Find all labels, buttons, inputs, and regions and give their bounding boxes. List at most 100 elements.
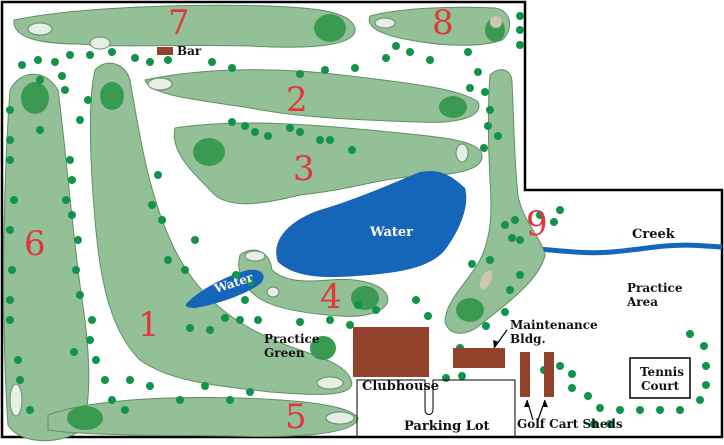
tree: [556, 206, 564, 214]
water-large: [276, 170, 467, 278]
sand-bunker: [490, 16, 502, 28]
green-hole-6: [21, 82, 49, 114]
tree: [351, 64, 359, 72]
tree: [568, 384, 576, 392]
tree: [36, 126, 44, 134]
tree: [66, 156, 74, 164]
green-hole-3: [193, 138, 225, 166]
tree: [326, 316, 334, 324]
tee-marker: [455, 143, 469, 163]
tree: [348, 146, 356, 154]
tree: [131, 54, 139, 62]
tree: [700, 342, 708, 350]
tree: [84, 96, 92, 104]
tree: [8, 266, 16, 274]
tree: [146, 58, 154, 66]
tree: [241, 296, 249, 304]
tree: [251, 128, 259, 136]
tree: [516, 271, 524, 279]
tree: [516, 26, 524, 34]
clubhouse-building: [353, 327, 429, 377]
tree: [616, 406, 624, 414]
tree: [154, 171, 162, 179]
practice-area-label-1: Practice: [627, 281, 683, 295]
fairway-hole-2: [144, 69, 480, 123]
tree: [121, 406, 129, 414]
tee-marker: [316, 376, 344, 390]
maintenance-label-2: Bldg.: [510, 332, 546, 346]
tree: [486, 256, 494, 264]
green-hole-7: [314, 14, 346, 42]
tree: [696, 396, 704, 404]
tee-marker: [266, 286, 280, 298]
hole-number-9: 9: [526, 204, 548, 244]
tree: [296, 318, 304, 326]
hole-number-8: 8: [432, 3, 454, 43]
tree: [236, 316, 244, 324]
tree: [516, 12, 524, 20]
tree-group: [6, 12, 710, 428]
tree: [412, 296, 420, 304]
tree: [486, 106, 494, 114]
tennis-court-label-1: Tennis: [640, 365, 684, 379]
tree: [228, 118, 236, 126]
tree: [321, 66, 329, 74]
tree: [101, 376, 109, 384]
practice-green: [310, 336, 336, 360]
clubhouse-label: Clubhouse: [362, 379, 439, 394]
tree: [550, 218, 558, 226]
tree: [636, 406, 644, 414]
tree: [484, 122, 492, 130]
tree: [221, 314, 229, 322]
tree: [508, 234, 516, 242]
fairway-hole-9: [444, 69, 546, 334]
tree: [16, 376, 24, 384]
tree: [676, 406, 684, 414]
practice-green-label-1: Practice: [264, 332, 320, 346]
tree: [164, 56, 172, 64]
green-hole-2: [439, 96, 467, 118]
bar-label: Bar: [177, 44, 202, 58]
tree: [442, 374, 450, 382]
tree: [596, 404, 604, 412]
tree: [36, 76, 44, 84]
hole-number-5: 5: [285, 397, 307, 437]
tee-marker: [89, 36, 111, 50]
fairway-hole-1: [89, 62, 353, 395]
tree: [482, 322, 490, 330]
tree: [86, 51, 94, 59]
tree: [70, 348, 78, 356]
tree: [108, 396, 116, 404]
golf-cart-shed: [520, 352, 530, 397]
tree: [176, 396, 184, 404]
tee-marker: [9, 383, 23, 417]
practice-area-label-2: Area: [626, 295, 658, 309]
tree: [506, 286, 514, 294]
tree: [516, 236, 524, 244]
tree: [464, 48, 472, 56]
tree: [158, 216, 166, 224]
tree: [326, 136, 334, 144]
tree: [246, 278, 254, 286]
maintenance-building: [453, 348, 505, 368]
parking-lot-label: Parking Lot: [404, 419, 490, 434]
tree: [148, 201, 156, 209]
tennis-court-label-2: Court: [641, 379, 680, 393]
arrowhead: [542, 400, 548, 407]
tree: [494, 132, 502, 140]
tree: [480, 144, 488, 152]
tree: [606, 420, 614, 428]
hole-number-3: 3: [293, 149, 315, 189]
tree: [372, 306, 380, 314]
tee-marker: [374, 17, 396, 29]
tree: [286, 124, 294, 132]
tree: [186, 324, 194, 332]
tree: [466, 84, 474, 92]
tee-marker: [27, 22, 53, 36]
tree: [72, 266, 80, 274]
tree: [501, 308, 509, 316]
tree: [392, 42, 400, 50]
arrowhead: [493, 340, 499, 348]
tree: [264, 132, 272, 140]
